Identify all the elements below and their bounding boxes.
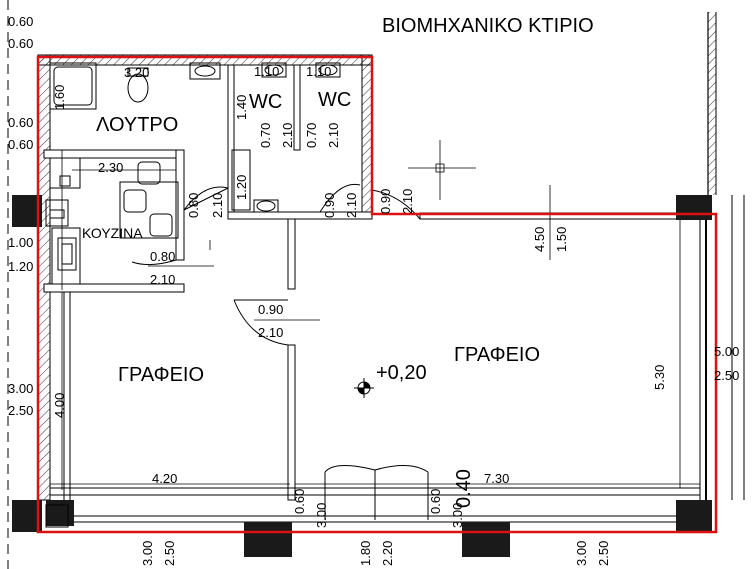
dim-left-office-height: 4.00 [52, 393, 67, 418]
dim-left: 1.00 [8, 235, 33, 250]
dim-left: 0.60 [8, 14, 33, 29]
dim-window-bottom-right: 2.50 [596, 541, 611, 566]
dim-left: 2.50 [8, 403, 33, 418]
kitchen-fixtures [49, 157, 179, 285]
dim-left: 3.00 [8, 381, 33, 396]
dim-wc-a-width: 1.10 [254, 64, 279, 79]
dim-window-bottom-left: 3.00 [140, 541, 155, 566]
room-label-kitchen: ΚΟΥΖΙΝΑ [82, 225, 143, 241]
dim-door-wc-w: 0.80 [186, 193, 201, 218]
dim-left: 0.60 [8, 137, 33, 152]
dimension-lines [50, 140, 700, 490]
dim-left-office-width: 4.20 [152, 471, 177, 486]
dim-kitchen-width: 2.30 [98, 160, 123, 175]
doors [131, 183, 429, 520]
dim-left: 0.60 [8, 115, 33, 130]
dim-left: 1.20 [8, 259, 33, 274]
dim-window-b: 0.60 [428, 489, 443, 514]
dim-door-kitchen-w: 0.80 [150, 249, 175, 264]
dim-right-office-width: 7.30 [484, 471, 509, 486]
dim-kitchen-side: 2.10 [150, 272, 175, 287]
room-label-bath: ΛΟΥΤΡΟ [96, 114, 178, 136]
columns [12, 195, 712, 557]
dim-door-corr-h: 2.10 [344, 193, 359, 218]
dim-right-office-depth2: 1.50 [554, 227, 569, 252]
dim-right-office-height: 5.30 [652, 365, 667, 390]
neighbour-wall [7, 0, 745, 569]
elevation-label: +0,20 [376, 362, 427, 384]
dim-wc-a-door-h: 2.10 [280, 123, 295, 148]
dim-right-office-depth1: 4.50 [532, 227, 547, 252]
dim-window-a: 3.00 [314, 503, 329, 528]
windows [45, 199, 69, 528]
dim-entrance-w: 1.80 [358, 541, 373, 566]
room-label-wc-1: WC [249, 91, 282, 113]
room-label-wc-2: WC [318, 89, 351, 111]
dim-wc-b-door-h: 2.10 [326, 123, 341, 148]
highlight-outline [36, 55, 718, 534]
dim-door-office-w: 0.90 [258, 302, 283, 317]
dim-door-wc-h: 2.10 [210, 193, 225, 218]
room-label-office-left: ΓΡΑΦΕΙΟ [118, 364, 204, 386]
dim-bath-width: 3.20 [124, 65, 149, 80]
dim-door-office-h: 2.10 [258, 325, 283, 340]
room-label-office-right: ΓΡΑΦΕΙΟ [454, 344, 540, 366]
dim-kitchen-depth: 1.20 [234, 175, 249, 200]
dim-wc-a-height: 1.40 [234, 95, 249, 120]
dim-entrance-h: 2.20 [380, 541, 395, 566]
dim-wall: 0.40 [453, 469, 475, 508]
building-title: ΒΙΟΜΗΧΑΝΙΚΟ ΚΤΙΡΙΟ [382, 15, 594, 37]
dim-right-edge-b: 2.50 [714, 368, 739, 383]
dim-window-bottom-right: 3.00 [574, 541, 589, 566]
dim-bath-height: 1.60 [52, 85, 67, 110]
dim-left: 0.60 [8, 36, 33, 51]
dim-window-bottom-left: 2.50 [162, 541, 177, 566]
walls [37, 54, 711, 523]
dim-door-ext-w: 0.90 [378, 189, 393, 214]
dim-right-edge-a: 5.00 [714, 344, 739, 359]
dim-wc-b-door-w: 0.70 [304, 123, 319, 148]
dim-window-b: 3.00 [450, 503, 465, 528]
dim-window-a: 0.60 [292, 489, 307, 514]
dim-wc-b-width: 1.10 [306, 64, 331, 79]
dim-wc-a-door-w: 0.70 [258, 123, 273, 148]
dim-door-corr-w: 0.90 [322, 193, 337, 218]
elevation-marker [354, 378, 374, 398]
dim-door-ext-h: 2.10 [400, 189, 415, 214]
bath-fixtures [49, 62, 341, 213]
